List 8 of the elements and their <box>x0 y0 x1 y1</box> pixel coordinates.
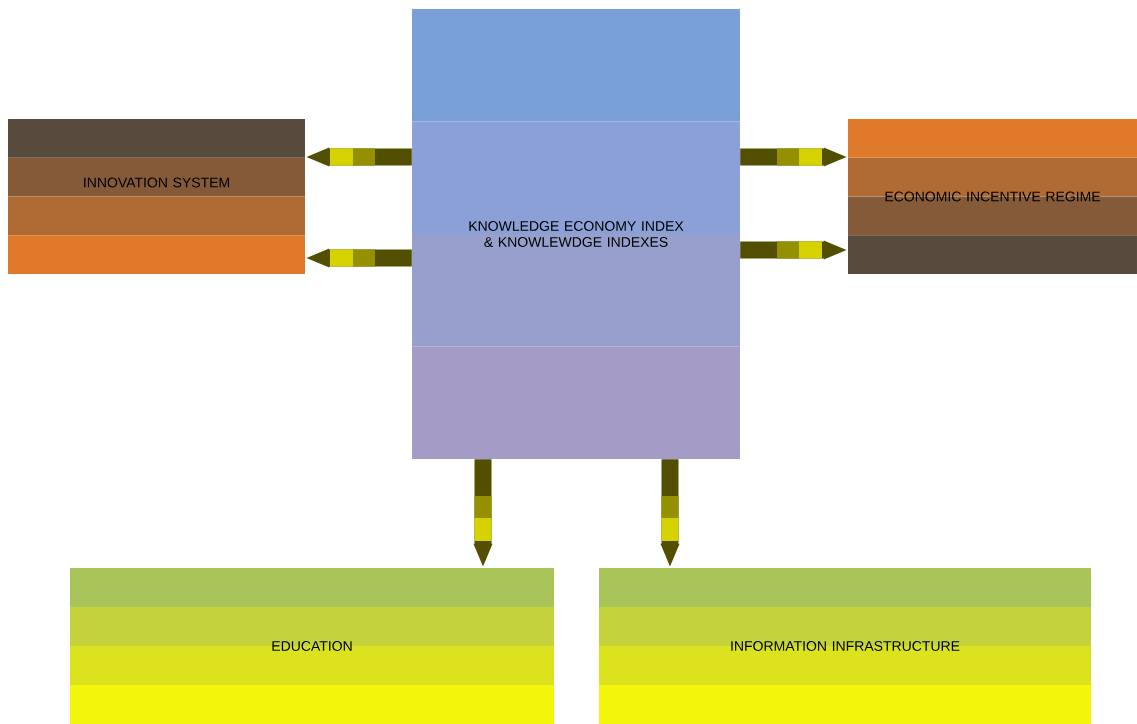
layered-box: INNOVATION SYSTEM <box>8 119 305 274</box>
layered-box: KNOWLEDGE ECONOMY INDEX & KNOWLEWDGE INDEXES <box>412 9 740 459</box>
layered-box: ECONOMIC INCENTIVE REGIME <box>848 119 1137 274</box>
layered-box: INFORMATION INFRASTRUCTURE <box>599 568 1091 724</box>
node-label: EDUCATION <box>272 641 352 651</box>
layered-box: EDUCATION <box>70 568 554 724</box>
node-label: & KNOWLEWDGE INDEXES <box>484 237 668 247</box>
node-label: INFORMATION INFRASTRUCTURE <box>731 641 960 651</box>
